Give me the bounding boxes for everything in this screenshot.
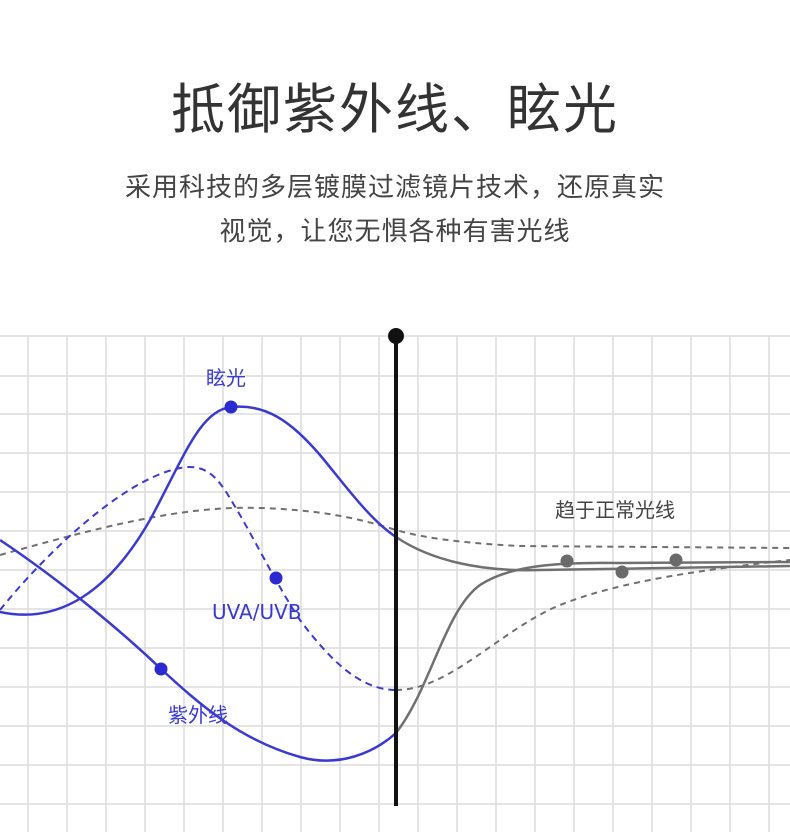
subtitle-line-2: 视觉，让您无惧各种有害光线: [219, 217, 571, 247]
uva-uvb-curve: [0, 466, 397, 691]
glare-curve: [0, 405, 397, 616]
page-title: 抵御紫外线、眩光: [171, 78, 619, 141]
normal-light-label: 趋于正常光线: [555, 498, 675, 522]
normal-marker-3: [669, 553, 683, 567]
glare-label: 眩光: [206, 366, 246, 390]
normal-marker-2: [615, 565, 629, 579]
subtitle-line-1: 采用科技的多层镀膜过滤镜片技术，还原真实: [124, 173, 665, 203]
uva-uvb-marker: [269, 571, 283, 585]
uv-label: 紫外线: [168, 703, 228, 727]
normal-marker-1: [560, 554, 574, 568]
glare-marker: [224, 400, 238, 414]
uva-uvb-filtered-curve: [395, 559, 790, 691]
uv-curve: [0, 538, 397, 762]
uv-marker: [154, 662, 168, 676]
lens-divider-top-dot: [388, 328, 404, 344]
glare-filtered-curve: [395, 535, 790, 572]
ambient-dashed-curve: [0, 506, 790, 556]
uv-filtered-curve: [395, 560, 790, 734]
uva-uvb-label: UVA/UVB: [212, 600, 302, 624]
